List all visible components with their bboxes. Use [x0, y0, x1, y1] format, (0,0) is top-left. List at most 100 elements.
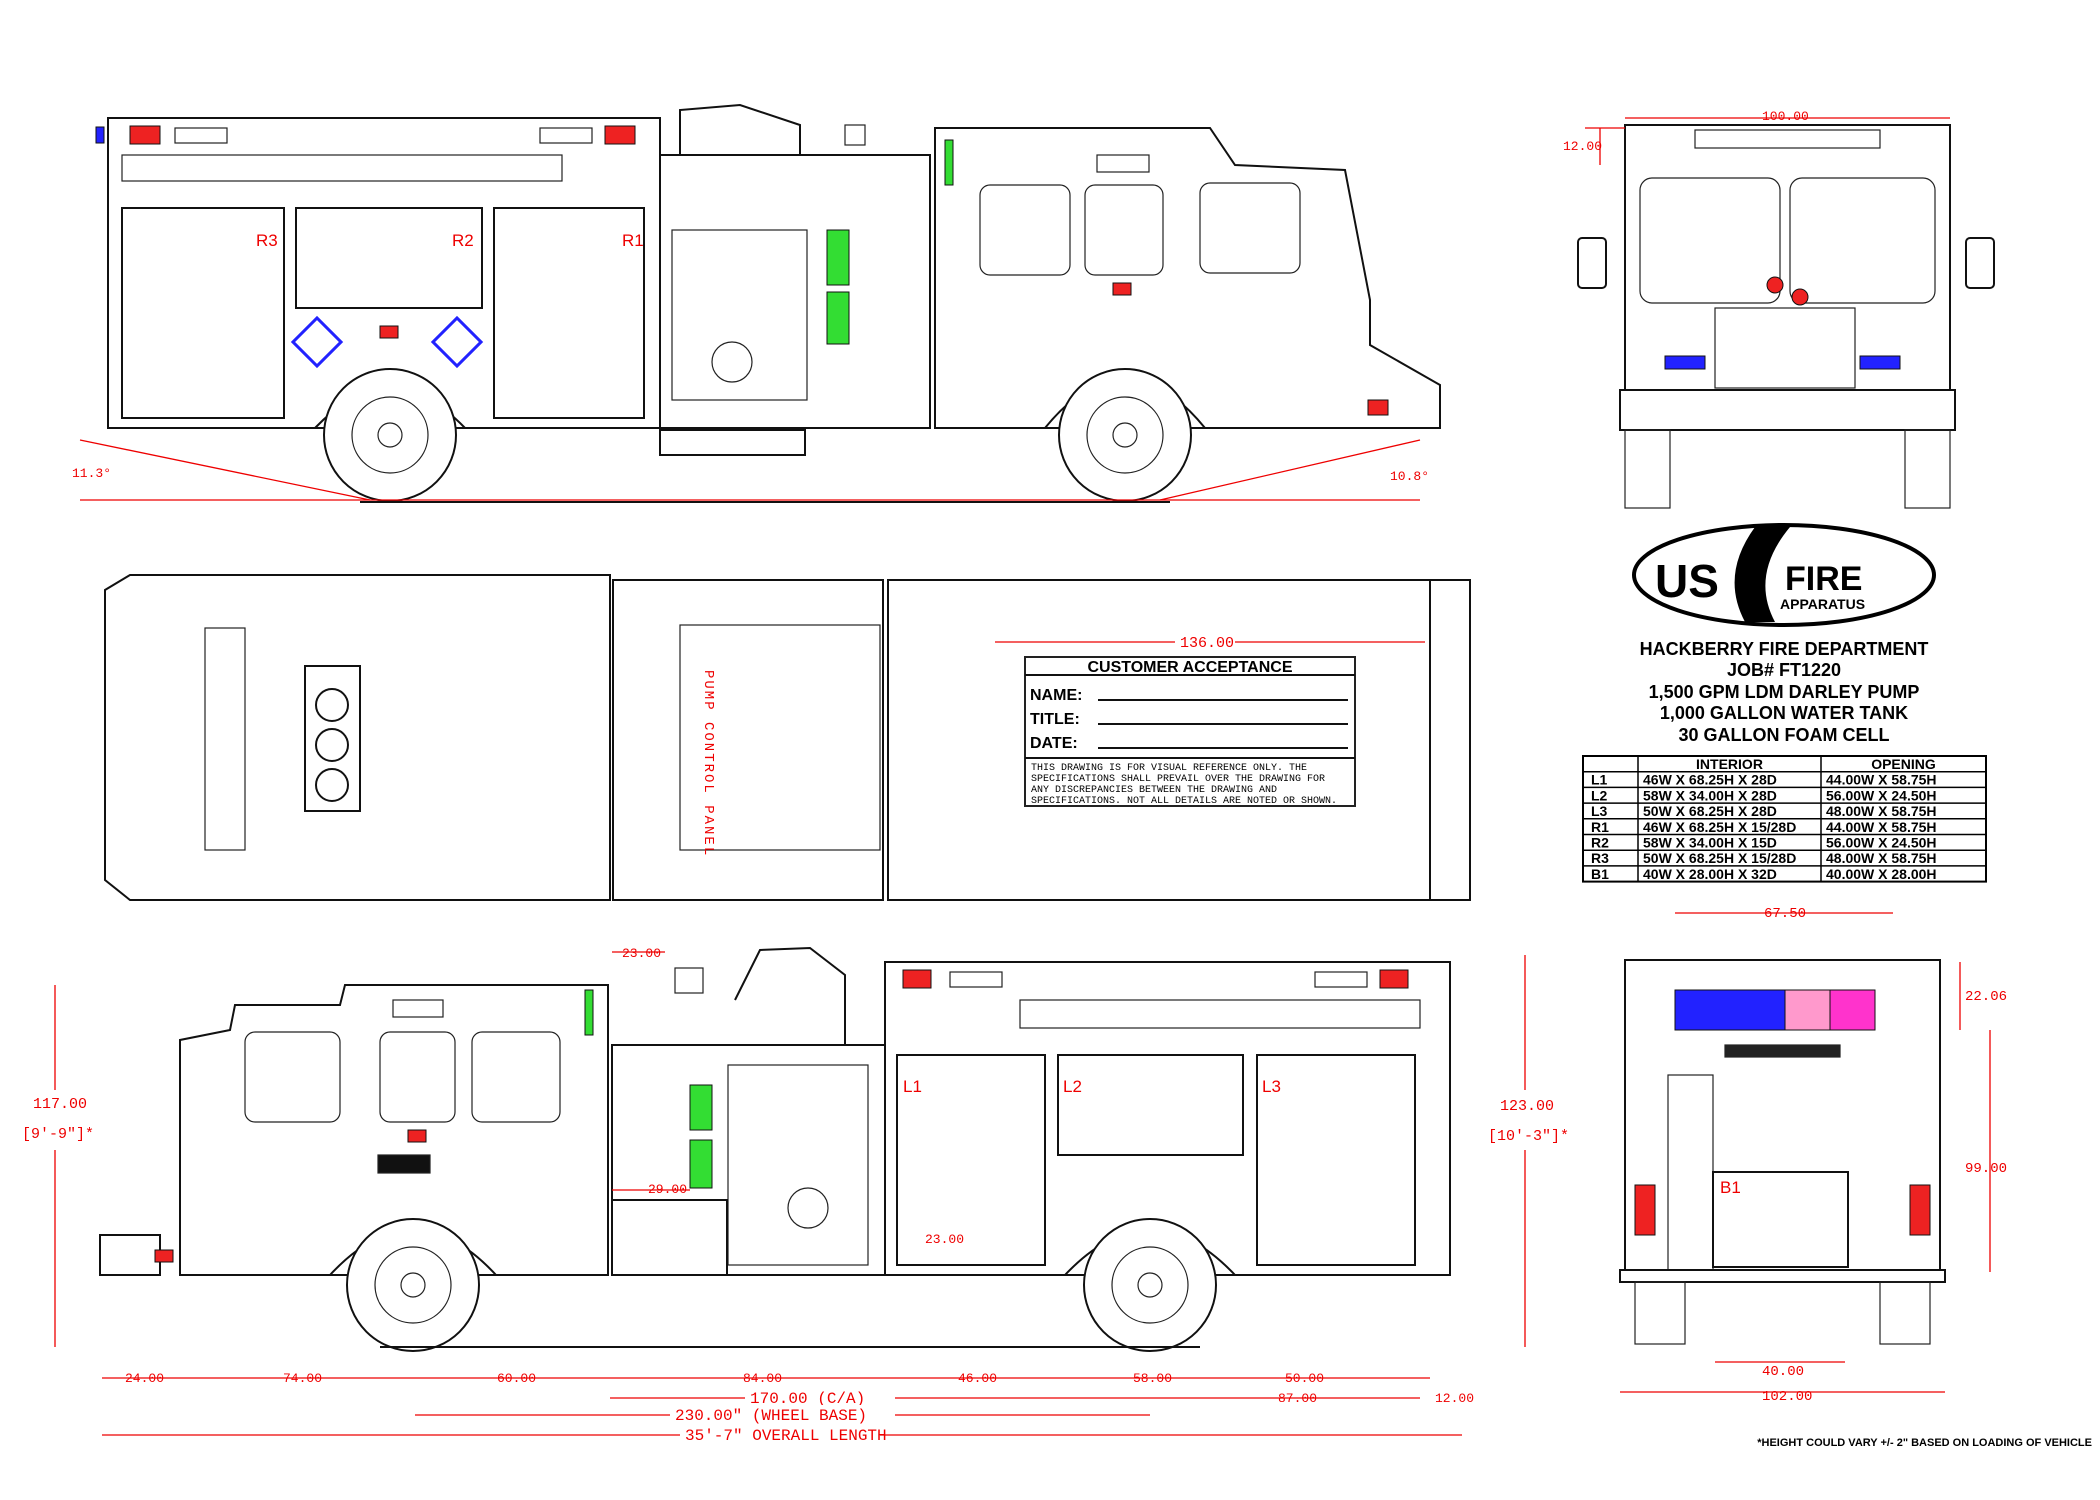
pump-width: 23.00: [622, 946, 661, 961]
rear-view: B1 67.50 22.06 99.00 40.00 102.00: [1619, 906, 2007, 1405]
pump-panel-left: [727, 1064, 869, 1266]
disclaimer-line: THIS DRAWING IS FOR VISUAL REFERENCE ONL…: [1031, 763, 1307, 774]
compartment-l3: [1256, 1054, 1416, 1266]
ladder-rack-left: [1019, 999, 1421, 1029]
tail-light: [1909, 1184, 1931, 1236]
cab-window: [979, 184, 1071, 276]
cab-window: [1084, 184, 1164, 276]
table-cell: 44.00W X 58.75H: [1826, 819, 1937, 835]
warning-light: [902, 969, 932, 989]
grille: [1714, 307, 1856, 389]
rear-step: 12.00: [1435, 1391, 1474, 1406]
table-cell: 58W X 34.00H X 15D: [1643, 835, 1777, 851]
mirror-right: [1965, 237, 1995, 289]
pump-spec: 1,500 GPM LDM DARLEY PUMP: [1649, 682, 1920, 702]
table-cell: 56.00W X 24.50H: [1826, 835, 1937, 851]
table-cell: L3: [1591, 803, 1608, 819]
height-footnote: *HEIGHT COULD VARY +/- 2" BASED ON LOADI…: [1757, 1437, 2092, 1449]
compartment-l2: [1057, 1054, 1244, 1156]
wheel-hub: [1111, 1246, 1189, 1324]
tire-left: [1624, 429, 1671, 509]
vent-grille: [377, 1154, 431, 1174]
marker-light: [407, 1129, 427, 1143]
logo-swoosh: [1734, 527, 1790, 622]
dim-46: 46.00: [958, 1371, 997, 1386]
label-r3: R3: [256, 231, 278, 250]
cab-right: [934, 127, 1441, 429]
green-light: [584, 989, 594, 1036]
rear-tire-left: [1634, 1281, 1686, 1345]
marker-light: [290, 315, 344, 369]
lightbar: [1694, 129, 1881, 149]
step-height: 29.00: [648, 1182, 687, 1197]
pump-step: [659, 429, 806, 456]
approach-angle: 11.3°: [72, 466, 111, 481]
logo-us: US: [1655, 555, 1719, 607]
rear-step-top: [1429, 579, 1471, 901]
table-cell: 46W X 68.25H X 15/28D: [1643, 819, 1796, 835]
disclaimer-line: ANY DISCREPANCIES BETWEEN THE DRAWING AN…: [1031, 785, 1277, 796]
front-wheel-left: [346, 1218, 480, 1352]
pump-deck: [679, 624, 881, 851]
green-light: [826, 291, 850, 345]
customer-acceptance-box: CUSTOMER ACCEPTANCE NAME: TITLE: DATE: T…: [1024, 656, 1356, 807]
wheel-base: 230.00" (WHEEL BASE): [675, 1407, 867, 1425]
rear-pink-panel: [1784, 989, 1831, 1031]
logo-apparatus: APPARATUS: [1780, 596, 1865, 612]
label-l1: L1: [903, 1077, 922, 1096]
warning-light: [1379, 969, 1409, 989]
rear-magenta-panel: [1829, 989, 1876, 1031]
top-plan-view: PUMP CONTROL PANEL 136.00 CUSTOMER ACCEP…: [104, 574, 1471, 901]
marker-light: [430, 315, 484, 369]
label-l3: L3: [1262, 1077, 1281, 1096]
green-light: [689, 1084, 713, 1131]
foam-spec: 30 GALLON FOAM CELL: [1679, 725, 1890, 745]
compartment-l1: [896, 1054, 1046, 1266]
pump-panel: [671, 229, 808, 401]
tank-spec: 1,000 GALLON WATER TANK: [1660, 703, 1908, 723]
front-bumper-side: [99, 1234, 161, 1276]
pump-house: [659, 154, 931, 429]
body-length-top: 136.00: [1180, 635, 1234, 652]
name-label: NAME:: [1030, 687, 1082, 704]
dim-label-bg: [680, 1425, 880, 1443]
us-fire-logo: US FIRE APPARATUS: [1632, 523, 1936, 627]
wheel-hub-center: [377, 422, 403, 448]
approach-angle-line: [79, 439, 371, 501]
headlight-blue: [1664, 355, 1706, 370]
rear-overhang: 87.00: [1278, 1391, 1317, 1406]
dim-74: 74.00: [283, 1371, 322, 1386]
warning-light: [604, 125, 636, 145]
intake-valve: [711, 341, 753, 383]
table-cell: L2: [1591, 787, 1608, 803]
date-label: DATE:: [1030, 735, 1078, 752]
table-cell: R3: [1591, 850, 1609, 866]
arrow-stick: [1724, 1044, 1841, 1058]
table-cell: L1: [1591, 772, 1608, 788]
marker-light: [1112, 282, 1132, 296]
green-light: [689, 1139, 713, 1189]
front-bumper: [1619, 389, 1956, 431]
table-cell: 56.00W X 24.50H: [1826, 787, 1937, 803]
compartment-r3: [121, 207, 285, 419]
windshield-left: [1639, 177, 1781, 304]
ladder-rack: [121, 154, 563, 182]
right-side-view: R3 R2 R1 11.3°: [72, 103, 1441, 503]
front-width: 100.00: [1762, 109, 1809, 124]
roof-light: [315, 688, 349, 722]
wheel-hub-center: [1137, 1272, 1163, 1298]
rear-blue-panel: [1674, 989, 1786, 1031]
side-box: [611, 1199, 728, 1276]
dim-84: 84.00: [743, 1371, 782, 1386]
rear-top-width: 67.50: [1764, 906, 1806, 922]
rear-wheel: [323, 368, 457, 502]
cab-window: [471, 1031, 561, 1123]
dim-24: 24.00: [125, 1371, 164, 1386]
marker-light: [154, 1249, 174, 1263]
table-cell: 44.00W X 58.75H: [1826, 772, 1937, 788]
front-mirror: 12.00: [1563, 139, 1602, 154]
table-cell: 48.00W X 58.75H: [1826, 803, 1937, 819]
acceptance-title: CUSTOMER ACCEPTANCE: [1087, 659, 1292, 676]
rear-b1-width: 40.00: [1762, 1364, 1804, 1380]
